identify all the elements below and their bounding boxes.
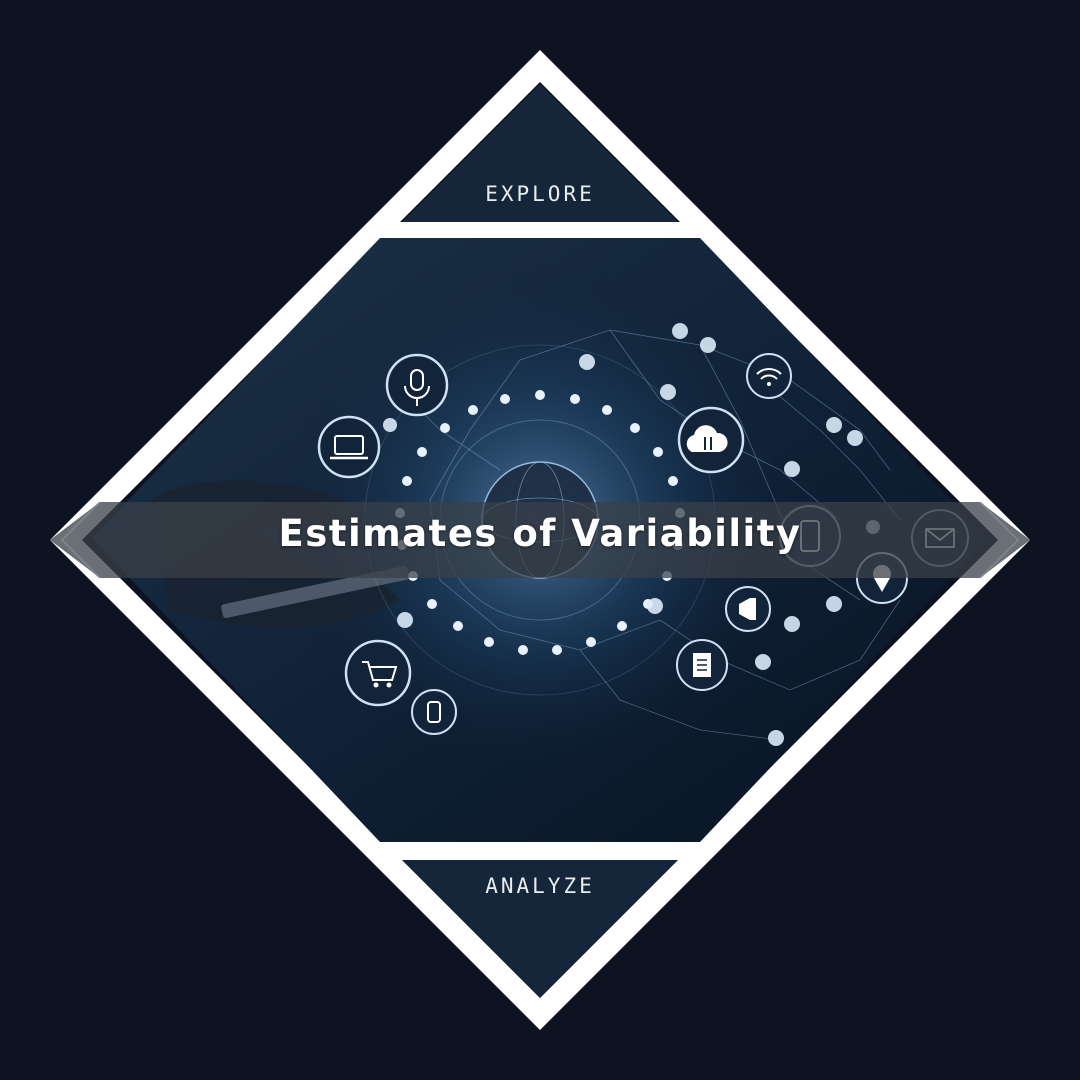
- megaphone-icon: [725, 586, 771, 632]
- poster-title: Estimates of Variability: [278, 512, 802, 555]
- top-frame-bar: [380, 222, 700, 238]
- microphone-icon: [385, 353, 449, 417]
- document-icon: [676, 639, 728, 691]
- laptop-icon: [317, 415, 381, 479]
- bottom-frame-bar: [380, 842, 700, 860]
- person-icon: [411, 689, 457, 735]
- title-band: [50, 502, 1030, 578]
- shopping-cart-icon: [344, 639, 412, 707]
- top-triangle: [402, 84, 678, 222]
- bottom-triangle: [402, 860, 678, 998]
- bottom-label: ANALYZE: [485, 874, 595, 898]
- top-label: EXPLORE: [485, 182, 595, 206]
- cloud-transfer-icon: [677, 406, 745, 474]
- wifi-icon: [746, 353, 792, 399]
